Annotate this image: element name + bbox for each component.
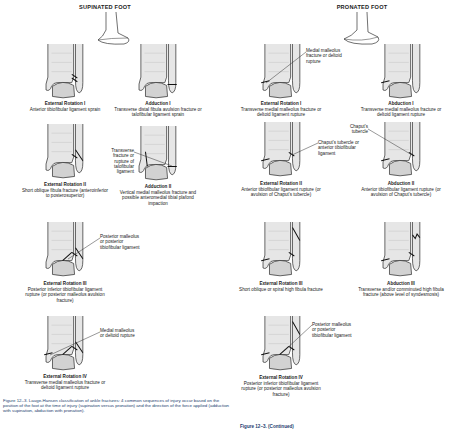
leader-line (368, 129, 412, 155)
leader-line (266, 52, 306, 83)
stage-name: External Rotation IV (20, 374, 110, 379)
ankle-panel (139, 126, 177, 180)
stage-name: External Rotation III (20, 281, 110, 286)
stage-name: External Rotation I (236, 101, 326, 106)
ankle-panel (381, 222, 420, 276)
figure-label: Figure 12–3. (Continued) (240, 424, 360, 429)
stage-description: Transverse medial malleolus fracture or … (356, 107, 446, 118)
leader-line (284, 325, 312, 351)
ankle-panel (261, 222, 300, 276)
stage-name: External Rotation III (236, 281, 326, 286)
stage-name: External Rotation II (236, 181, 326, 186)
stage-description: Anterior tibiofibular ligament rupture (… (236, 187, 326, 198)
fracture-line (72, 150, 83, 161)
ankle-panel (139, 44, 177, 98)
ankle-panel (44, 316, 83, 370)
leader-lines (50, 52, 412, 355)
fracture-line (261, 228, 300, 261)
ankle-bones (383, 222, 420, 276)
stage-name: Abduction II (356, 181, 446, 186)
fracture-line (261, 152, 294, 160)
callout-label: Chaput's tubercle (334, 124, 368, 135)
figure-caption: Figure 12–3. Lauge-Hansen classification… (3, 398, 235, 413)
supinated-foot-icon (98, 12, 129, 44)
ankle-panel (261, 316, 300, 370)
fracture-line (261, 322, 300, 355)
fracture-line (44, 342, 83, 355)
ankle-panel (381, 122, 420, 176)
stage-name: Abduction I (356, 101, 446, 106)
ankle-bones (46, 222, 83, 276)
callout-label: Medial malleolus or deltoid rupture (100, 328, 136, 339)
pronated-foot-icon (344, 12, 379, 44)
leader-line (68, 238, 100, 259)
leader-line (292, 143, 318, 155)
stage-description: Posterior inferior tibiofibular ligament… (20, 287, 110, 303)
stage-description: Anterior tibiofibular ligament sprain (20, 107, 110, 112)
ankle-bones (46, 124, 83, 178)
callout-label: Posterior malleolus or posterior tibiofi… (312, 322, 356, 338)
leader-line (50, 332, 100, 355)
stage-name: External Rotation II (20, 182, 110, 187)
stage-description: Vertical medial malleolus fracture and p… (113, 190, 203, 206)
ankle-bones (46, 44, 83, 98)
stage-name: Abduction III (356, 281, 446, 286)
stage-description: Short oblique fibula fracture (anteroinf… (20, 188, 110, 199)
callout-label: Transverse fracture or rupture of talofi… (98, 148, 134, 174)
stage-name: Adduction II (113, 184, 203, 189)
fracture-line (381, 81, 389, 83)
stage-description: Anterior tibiofibular ligament rupture (… (356, 187, 446, 198)
stage-name: External Rotation I (20, 101, 110, 106)
ankle-panel (261, 44, 300, 98)
fracture-line (168, 84, 177, 85)
ligament-mark (72, 74, 78, 81)
ankle-panel (261, 122, 300, 176)
ankle-panel (381, 44, 420, 98)
stage-description: Transverse medial malleolus fracture or … (236, 107, 326, 118)
fracture-line (145, 152, 176, 167)
stage-description: Transverse medial malleolus fracture or … (20, 380, 110, 391)
stage-name: External Rotation IV (236, 375, 326, 380)
stage-name: Adduction I (113, 101, 203, 106)
callout-label: Posterior malleolus or posterior tibiofi… (100, 234, 140, 250)
ankle-panel (46, 222, 83, 276)
callout-label: Chaput's tubercle or anterior tibiofibul… (318, 140, 362, 156)
callout-label: Medial malleolus fracture or deltoid rup… (306, 48, 342, 64)
stage-description: Transverse and/or comminuted high fibula… (356, 287, 446, 298)
ankle-bones (139, 44, 176, 98)
ankle-bones (263, 122, 300, 176)
ankle-bones (46, 316, 83, 370)
ankle-bones (139, 126, 176, 180)
fracture-line (381, 234, 420, 261)
stage-description: Short oblique or spiral high fibula frac… (236, 287, 326, 292)
leader-line (134, 152, 172, 166)
ankle-panel (46, 44, 83, 98)
panel-heading: PRONATED FOOT (322, 4, 402, 10)
stage-description: Posterior inferior tibiofibular ligament… (236, 381, 326, 397)
panel-heading: SUPINATED FOOT (65, 4, 145, 10)
fracture-line (63, 248, 83, 261)
ankle-bones (383, 44, 420, 98)
stage-description: Transverse distal fibula avulsion fractu… (113, 107, 203, 118)
ankle-panel (46, 124, 83, 178)
